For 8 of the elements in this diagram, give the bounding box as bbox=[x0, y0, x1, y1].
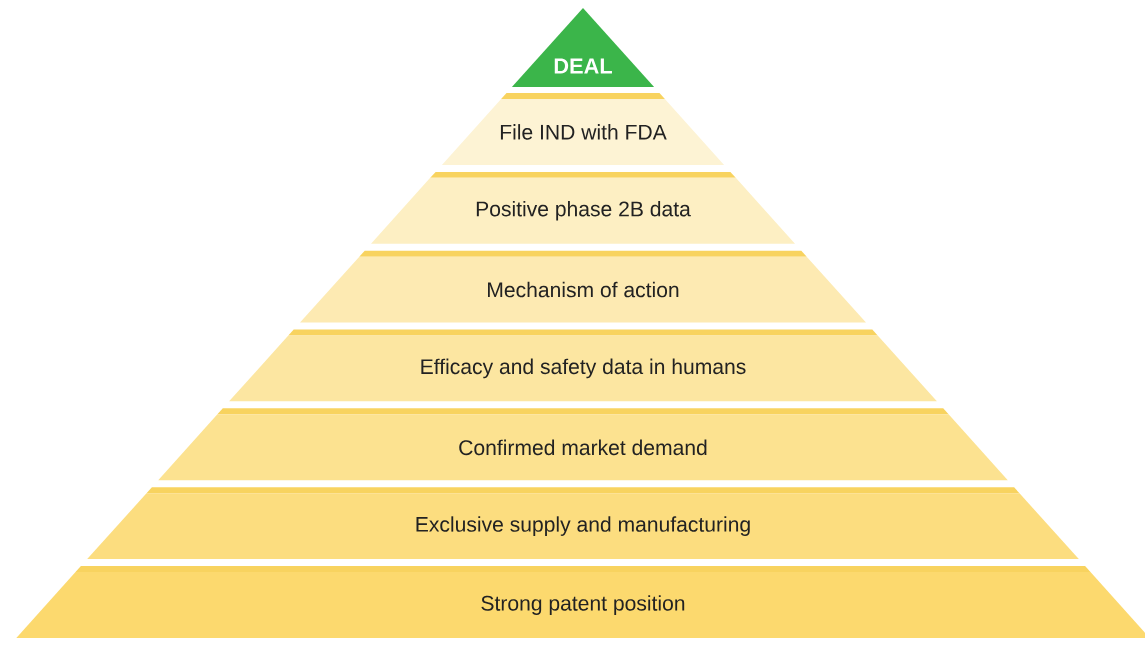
pyramid-apex: DEAL bbox=[511, 8, 655, 87]
pyramid-level: Strong patent position bbox=[16, 566, 1145, 638]
pyramid-level: File IND with FDA bbox=[441, 93, 725, 165]
pyramid-level: Confirmed market demand bbox=[158, 408, 1008, 481]
pyramid-level: Positive phase 2B data bbox=[371, 171, 795, 244]
pyramid-level: Mechanism of action bbox=[300, 250, 866, 323]
pyramid-level: Efficacy and safety data in humans bbox=[229, 329, 937, 402]
pyramid-level: Exclusive supply and manufacturing bbox=[87, 487, 1079, 560]
